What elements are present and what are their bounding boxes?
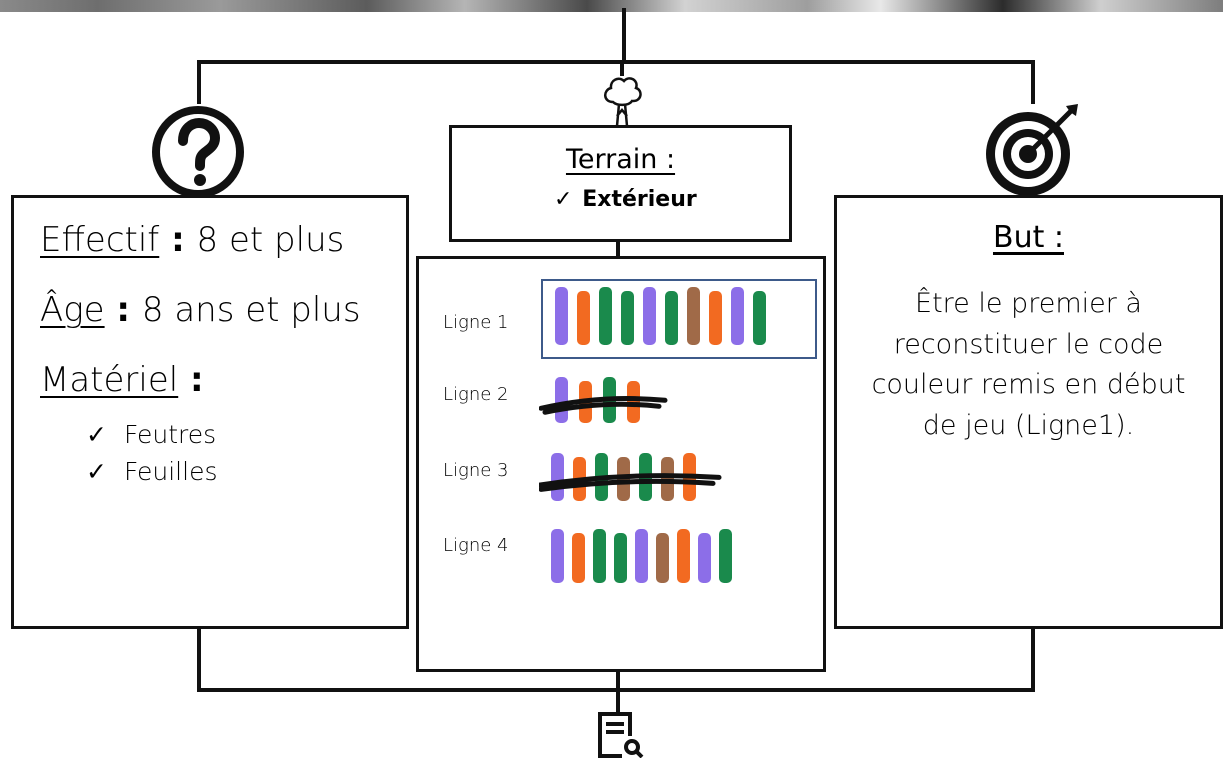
checkmark-icon: ✓ <box>554 187 573 212</box>
goal-panel: But : Être le premier à reconstituer le … <box>834 195 1223 629</box>
terrain-panel: Terrain : ✓ Extérieur <box>449 125 792 242</box>
marker-stroke-purple <box>643 287 656 345</box>
goal-text: Être le premier à reconstituer le code c… <box>871 288 1186 441</box>
effectif-separator: : <box>159 220 197 260</box>
marker-stroke-green <box>753 291 766 345</box>
materials-list: ✓ Feutres ✓ Feuilles <box>86 420 217 494</box>
line-2-strokes <box>539 377 668 423</box>
effectif-value: 8 et plus <box>196 220 345 260</box>
info-panel: Effectif : 8 et plus Âge : 8 ans et plus… <box>11 195 409 629</box>
tree-icon <box>604 77 642 127</box>
terrain-title: Terrain : <box>565 144 676 175</box>
line-label: Ligne 1 <box>443 312 509 333</box>
line-label: Ligne 2 <box>443 384 509 405</box>
age-value: 8 ans et plus <box>141 290 361 330</box>
marker-strokes-drawing <box>539 287 766 583</box>
document-search-icon <box>598 712 644 758</box>
question-mark-icon <box>152 106 244 198</box>
marker-stroke-green <box>614 533 627 583</box>
material-label: Feutres <box>124 420 217 449</box>
age-label: Âge <box>40 290 105 330</box>
effectif-row: Effectif : 8 et plus <box>40 220 344 260</box>
line-label: Ligne 4 <box>443 535 509 556</box>
example-panel: Ligne 1 Ligne 2 Ligne 3 Ligne 4 <box>416 256 826 672</box>
marker-stroke-purple <box>551 529 564 583</box>
cross-out-scribble <box>539 473 722 492</box>
marker-stroke-green <box>621 291 634 345</box>
marker-stroke-purple <box>555 377 568 423</box>
marker-stroke-purple <box>731 287 744 345</box>
material-label: Feuilles <box>124 457 218 486</box>
line-label: Ligne 3 <box>443 460 509 481</box>
materiel-row: Matériel : <box>40 360 204 400</box>
age-row: Âge : 8 ans et plus <box>40 290 361 330</box>
line-1-strokes <box>555 287 766 345</box>
marker-stroke-orange <box>677 529 690 583</box>
line-4-strokes <box>551 529 732 583</box>
checkmark-icon: ✓ <box>86 457 107 486</box>
marker-stroke-purple <box>551 453 564 501</box>
background-photo-strip <box>0 0 1223 12</box>
goal-title: But : <box>992 220 1064 255</box>
marker-stroke-purple <box>555 287 568 345</box>
marker-stroke-orange <box>572 533 585 583</box>
material-item: ✓ Feuilles <box>86 457 217 494</box>
material-item: ✓ Feutres <box>86 420 217 457</box>
line-3-strokes <box>539 453 722 501</box>
marker-stroke-green <box>593 529 606 583</box>
marker-stroke-purple <box>698 533 711 583</box>
effectif-label: Effectif <box>40 220 160 260</box>
marker-stroke-brown <box>656 533 669 583</box>
line-1-frame <box>541 279 817 359</box>
marker-stroke-green <box>719 529 732 583</box>
marker-stroke-purple <box>635 529 648 583</box>
marker-stroke-green <box>599 287 612 345</box>
materiel-label: Matériel <box>40 360 179 400</box>
marker-stroke-orange <box>627 381 640 423</box>
materiel-separator: : <box>178 360 204 400</box>
cross-out-scribble <box>539 396 668 415</box>
target-icon <box>986 104 1078 196</box>
age-separator: : <box>104 290 142 330</box>
checkmark-icon: ✓ <box>86 420 107 449</box>
marker-stroke-brown <box>687 287 700 345</box>
terrain-item-label: Extérieur <box>582 187 697 212</box>
terrain-item: ✓ Extérieur <box>452 187 789 212</box>
marker-stroke-orange <box>709 291 722 345</box>
marker-stroke-orange <box>577 291 590 345</box>
marker-stroke-green <box>665 291 678 345</box>
